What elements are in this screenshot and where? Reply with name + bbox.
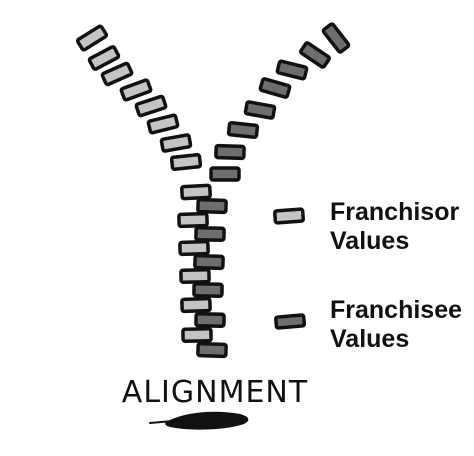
zipper-tooth	[226, 121, 260, 139]
franchisee-teeth-right-arm	[209, 22, 351, 182]
zipper-tooth	[321, 22, 351, 54]
zipper-tooth	[87, 45, 121, 71]
legend-label-franchisee-line2: Values	[330, 325, 409, 353]
zipper-tooth	[258, 77, 292, 99]
zipper-tooth	[275, 59, 309, 81]
legend-item-franchisee: Franchisee Values	[274, 296, 462, 353]
zipper-tooth	[196, 197, 228, 215]
zipper-tooth	[193, 253, 225, 271]
zipper-tooth	[146, 113, 180, 135]
zipper-tooth	[214, 143, 246, 161]
legend-swatch-franchisee	[274, 313, 307, 330]
legend-item-franchisor: Franchisor Values	[273, 198, 459, 255]
zipper-tooth	[243, 100, 277, 120]
zipper-tooth	[194, 226, 226, 242]
zipper-tooth	[209, 166, 241, 182]
zipper-stem-interlocked-teeth	[177, 183, 228, 359]
zipper-tooth	[179, 268, 211, 284]
zipper-tooth	[177, 211, 209, 229]
zipper-tooth	[100, 61, 134, 87]
legend-swatch-franchisor	[273, 207, 305, 225]
zipper-tooth	[178, 239, 210, 257]
zipper-tooth	[169, 153, 203, 171]
legend: Franchisor Values Franchisee Values	[273, 198, 462, 353]
legend-label-franchisor-line1: Franchisor	[330, 198, 459, 226]
zipper-pull-icon	[149, 411, 249, 430]
legend-label-franchisor-line2: Values	[330, 227, 409, 255]
zipper-tooth	[134, 94, 168, 118]
franchisor-teeth-left-arm	[75, 24, 203, 171]
zipper-tooth	[75, 24, 109, 52]
zipper-tooth	[159, 133, 193, 153]
legend-label-franchisee-line1: Franchisee	[330, 296, 462, 324]
zipper-tooth	[196, 341, 228, 359]
alignment-caption: ALIGNMENT	[122, 375, 308, 410]
zipper-tooth	[181, 327, 213, 343]
zipper-tooth	[180, 296, 212, 314]
zipper-tooth	[299, 41, 331, 69]
zipper-tooth	[180, 183, 212, 201]
zipper-tooth	[119, 78, 153, 102]
zipper-tooth	[194, 312, 226, 328]
zipper-tooth	[192, 282, 224, 298]
